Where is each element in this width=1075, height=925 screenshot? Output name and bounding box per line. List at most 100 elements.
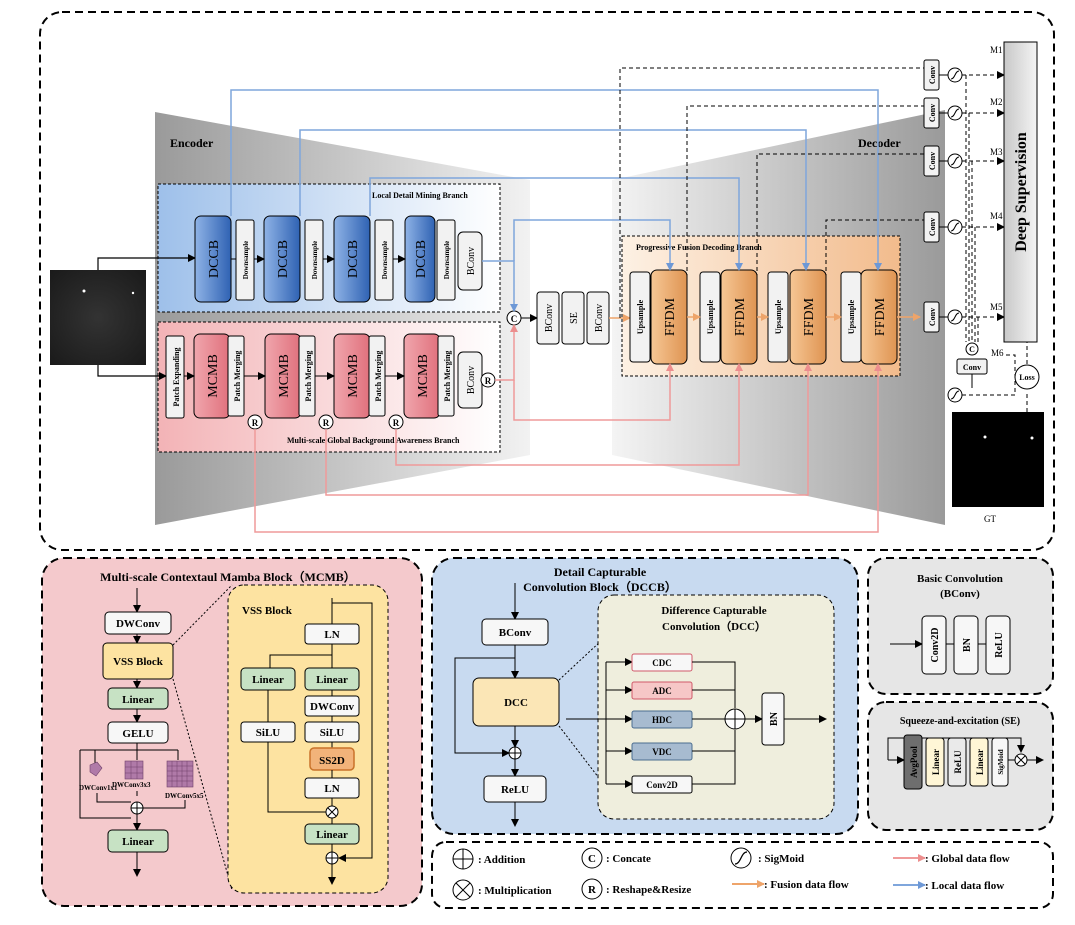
bn-block[interactable] [953, 615, 979, 675]
bconv-label: BConv [499, 627, 532, 639]
dcc-panel [597, 594, 835, 820]
gt-label: GT [984, 514, 996, 524]
global-flow-line [395, 363, 743, 466]
linear-block[interactable] [107, 687, 169, 710]
downsample-block[interactable] [374, 219, 394, 301]
silu-label: SiLU [320, 727, 345, 739]
vss-block[interactable] [102, 642, 174, 680]
reshape-resize-label: R [252, 418, 259, 428]
legend-fusion: : Fusion data flow [764, 879, 849, 891]
upsample-block[interactable] [629, 271, 651, 363]
vss-panel-title: VSS Block [242, 605, 293, 617]
dcc-merge-line [692, 661, 736, 785]
gelu-block[interactable] [107, 721, 169, 744]
linear-label: Linear [122, 836, 154, 848]
addition-glyph [453, 849, 473, 869]
legend-addition: : Addition [478, 854, 525, 866]
dccb-label: DCCB [414, 240, 429, 278]
sigmoid-block[interactable] [991, 737, 1009, 787]
bconv-block[interactable] [536, 291, 560, 345]
m-label: M5 [990, 302, 1003, 312]
gt-image [952, 412, 1044, 507]
decoder-output-link [825, 219, 924, 292]
ss2d-label: SS2D [319, 755, 345, 767]
legend-global: : Global data flow [925, 853, 1010, 865]
bconv-label: BConv [544, 304, 555, 332]
upsample-label: Upsample [847, 299, 856, 334]
concate-icon [965, 342, 979, 356]
patch-merging-label: Patch Merging [304, 351, 313, 402]
sigmoid-curve [950, 156, 960, 166]
avgpool-block[interactable] [903, 734, 923, 790]
input-target-dot [82, 289, 86, 293]
upsample-label: Upsample [706, 299, 715, 334]
dwconv1x1-label: DWConv1x1 [79, 784, 118, 792]
linear-label: Linear [975, 749, 985, 775]
input-arrow-top [97, 254, 196, 270]
progressive-fusion-branch-label: Progressive Fusion Decoding Branch [636, 243, 762, 252]
residual-line [454, 645, 515, 753]
dccb-label: DCCB [346, 240, 361, 278]
encoder-trapezoid [155, 112, 530, 525]
reshape-resize-label: R [323, 418, 330, 428]
relu-block[interactable] [947, 737, 967, 787]
local-data-flows [230, 89, 882, 312]
mcmb-label: MCMB [277, 354, 292, 398]
downsample-block[interactable] [436, 219, 456, 301]
deep-supervision-block[interactable] [1003, 41, 1038, 343]
dccb-panel-title-line1: Detail Capturable [554, 565, 647, 579]
se-block[interactable] [561, 291, 585, 345]
linear-block[interactable] [969, 737, 989, 787]
mcmb-label: MCMB [416, 354, 431, 398]
dwconv1x1-cube [89, 761, 103, 777]
reshape-resize-icon [581, 878, 603, 900]
m-label: M6 [991, 348, 1004, 358]
vss-split-line [269, 644, 333, 668]
sigmoid-curve [734, 851, 748, 865]
addition-glyph [725, 709, 745, 729]
m-label: M2 [990, 97, 1003, 107]
conv2d-block[interactable] [921, 615, 947, 675]
sigmoid-label: SigMoid [997, 749, 1005, 774]
local-flow-line [230, 89, 882, 271]
downsample-block[interactable] [235, 219, 255, 301]
downsample-block[interactable] [304, 219, 324, 301]
dwconv-block[interactable] [104, 611, 172, 635]
adc-label: ADC [652, 686, 672, 696]
encoder-label: Encoder [170, 136, 214, 150]
relu-block[interactable] [985, 615, 1011, 675]
dccb-label: DCCB [207, 240, 222, 278]
local-detail-branch-label: Local Detail Mining Branch [372, 191, 468, 200]
sigmoid-curve [950, 70, 960, 80]
se-panel-title: Squeeze-and-excitation (SE) [900, 716, 1020, 727]
ln-label: LN [324, 629, 339, 641]
ln-label: LN [324, 783, 339, 795]
dwconv3x3-label: DWConv3x3 [112, 781, 151, 789]
merge-line [96, 791, 186, 809]
conv2d-label: Conv2D [930, 627, 941, 662]
linear-label: Linear [122, 694, 154, 706]
bconv-label: BConv [466, 366, 477, 394]
global-data-flows [254, 324, 882, 533]
bconv-panel-title-line2: (BConv) [940, 588, 980, 600]
cdc-label: CDC [652, 658, 672, 668]
patch-merging-label: Patch Merging [233, 351, 242, 402]
ffdm-label: FFDM [873, 297, 888, 336]
linear-block[interactable] [107, 829, 169, 853]
concate-label: C [969, 345, 975, 354]
sigmoid-curve [950, 108, 960, 118]
dcc-block[interactable] [472, 677, 560, 727]
zoom-line [172, 678, 233, 891]
downsample-label: Downsample [311, 241, 319, 280]
dcc-panel-title-line1: Difference Capturable [661, 605, 766, 617]
sigmoid-curve [950, 390, 960, 400]
upsample-label: Upsample [774, 299, 783, 334]
local-flow-line [299, 129, 810, 271]
local-flow-line [513, 219, 674, 271]
linear-block[interactable] [925, 737, 945, 787]
patch-expanding-block[interactable] [165, 335, 185, 419]
reshape-resize-label: R [393, 418, 400, 428]
patch-merging-block[interactable] [437, 335, 455, 417]
downsample-label: Downsample [381, 241, 389, 280]
